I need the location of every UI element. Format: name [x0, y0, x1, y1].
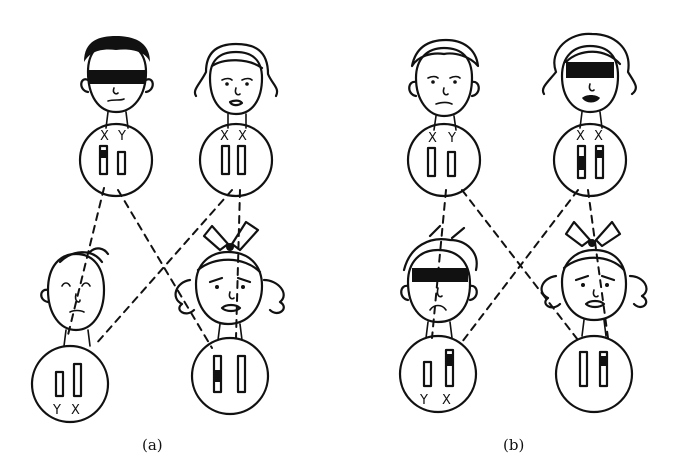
chromosome-x	[72, 362, 83, 398]
mother-b: X X	[541, 32, 637, 198]
eye-bar	[88, 70, 146, 84]
inheritance-lines-a	[67, 187, 241, 349]
line-father-to-daughter-a	[117, 189, 213, 349]
father-chrom-label-2: Y	[117, 129, 126, 144]
line-mother-to-daughter-b	[587, 189, 609, 339]
daughter-a	[174, 220, 285, 416]
mother-face-b	[541, 32, 637, 129]
chromosome-y	[446, 150, 457, 178]
son-a: Y X	[30, 247, 110, 424]
son-chrom-label-2: X	[442, 393, 451, 408]
father-chrom-label-1: X	[100, 129, 109, 144]
chromosome-x	[598, 350, 609, 388]
eye-bar	[566, 62, 614, 78]
line-father-to-son-a	[67, 187, 105, 336]
daughter-face-a	[174, 220, 285, 341]
father-cell-b: X Y	[406, 122, 482, 198]
panel-a: X Y X	[30, 36, 285, 424]
hair-bow-icon	[564, 220, 592, 248]
mother-cell-a: X X	[198, 122, 274, 198]
son-chrom-label-1: Y	[419, 393, 428, 408]
panel-b: X Y X X	[398, 32, 648, 414]
father-chrom-label-1: X	[428, 131, 437, 146]
daughter-cell-a	[190, 336, 270, 416]
chromosome-x	[444, 348, 455, 388]
daughter-cell-b	[554, 334, 634, 414]
chromosome-x	[426, 146, 437, 178]
chromosome-x	[236, 144, 247, 176]
father-cell-a: X Y	[78, 122, 154, 198]
chromosome-x	[212, 354, 223, 394]
line-father-to-son-b	[431, 189, 447, 339]
daughter-face-b	[540, 220, 648, 337]
father-face-a	[80, 36, 154, 129]
chromosome-x	[220, 144, 231, 176]
chromosome-x	[578, 350, 589, 388]
father-a: X Y	[78, 36, 154, 198]
father-b: X Y	[406, 38, 482, 198]
line-mother-to-daughter-a	[235, 189, 241, 339]
son-cell-a: Y X	[30, 344, 110, 424]
line-mother-to-son-a	[94, 189, 233, 346]
mother-chrom-label-2: X	[594, 129, 603, 144]
son-chrom-label-2: X	[71, 403, 80, 418]
chromosome-x	[594, 144, 605, 180]
mother-chrom-label-1: X	[576, 129, 585, 144]
chromosome-y	[422, 360, 433, 388]
mother-chrom-label-1: X	[220, 129, 229, 144]
son-face-a	[40, 247, 110, 347]
mother-chrom-label-2: X	[238, 129, 247, 144]
mother-cell-b: X X	[552, 122, 628, 198]
hair-bow-icon	[202, 224, 230, 252]
inheritance-lines-b	[431, 189, 609, 343]
daughter-b	[540, 220, 648, 414]
mother-face-a	[193, 42, 279, 129]
chromosome-x	[576, 144, 587, 180]
panel-label-a: (a)	[142, 436, 163, 454]
son-b: Y X	[398, 224, 478, 414]
son-cell-b: Y X	[398, 334, 478, 414]
chromosome-x	[236, 354, 247, 394]
chromosome-y	[54, 370, 65, 398]
son-face-b	[400, 224, 478, 339]
panel-label-b: (b)	[503, 436, 525, 454]
son-chrom-label-1: Y	[52, 403, 61, 418]
eye-bar	[412, 268, 468, 282]
father-face-b	[408, 38, 480, 131]
father-chrom-label-2: Y	[447, 131, 456, 146]
mother-a: X X	[193, 42, 279, 198]
line-mother-to-son-b	[461, 189, 579, 343]
chromosome-y	[116, 150, 127, 176]
chromosome-x	[98, 144, 109, 176]
